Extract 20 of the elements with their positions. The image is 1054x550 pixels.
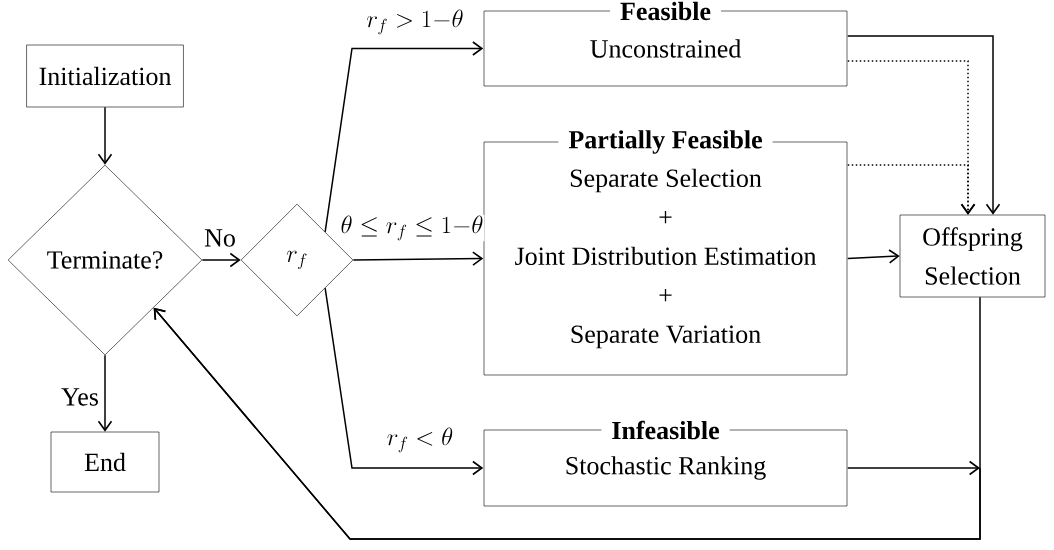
arrow [847, 164, 976, 215]
edge-label: $\theta \leq r_f \leq 1{-}\theta$ [339, 214, 485, 242]
process-box: Offspring Selection [899, 214, 1046, 298]
arrow [352, 251, 484, 266]
process-box: Feasible Unconstrained [483, 0, 848, 87]
process-box: End [50, 431, 160, 493]
process-box: Initialization [26, 44, 184, 108]
arrow [847, 35, 1001, 215]
arrow [201, 252, 241, 268]
edge-label: $r_f > 1{-}\theta$ [365, 8, 465, 36]
arrow [97, 106, 113, 165]
edge-label: $r_f < \theta$ [385, 426, 455, 454]
process-box: Partially Feasible Separate Selection + Joint Distribution Estimation + Separate Variation [483, 129, 848, 376]
edge-label: No [203, 228, 237, 248]
arrow [324, 41, 484, 233]
edge-label: Yes [60, 387, 100, 407]
arrow [97, 354, 113, 432]
arrow [324, 287, 484, 476]
process-box: Infeasible Stochastic Ranking [483, 419, 848, 507]
arrow [847, 249, 900, 264]
